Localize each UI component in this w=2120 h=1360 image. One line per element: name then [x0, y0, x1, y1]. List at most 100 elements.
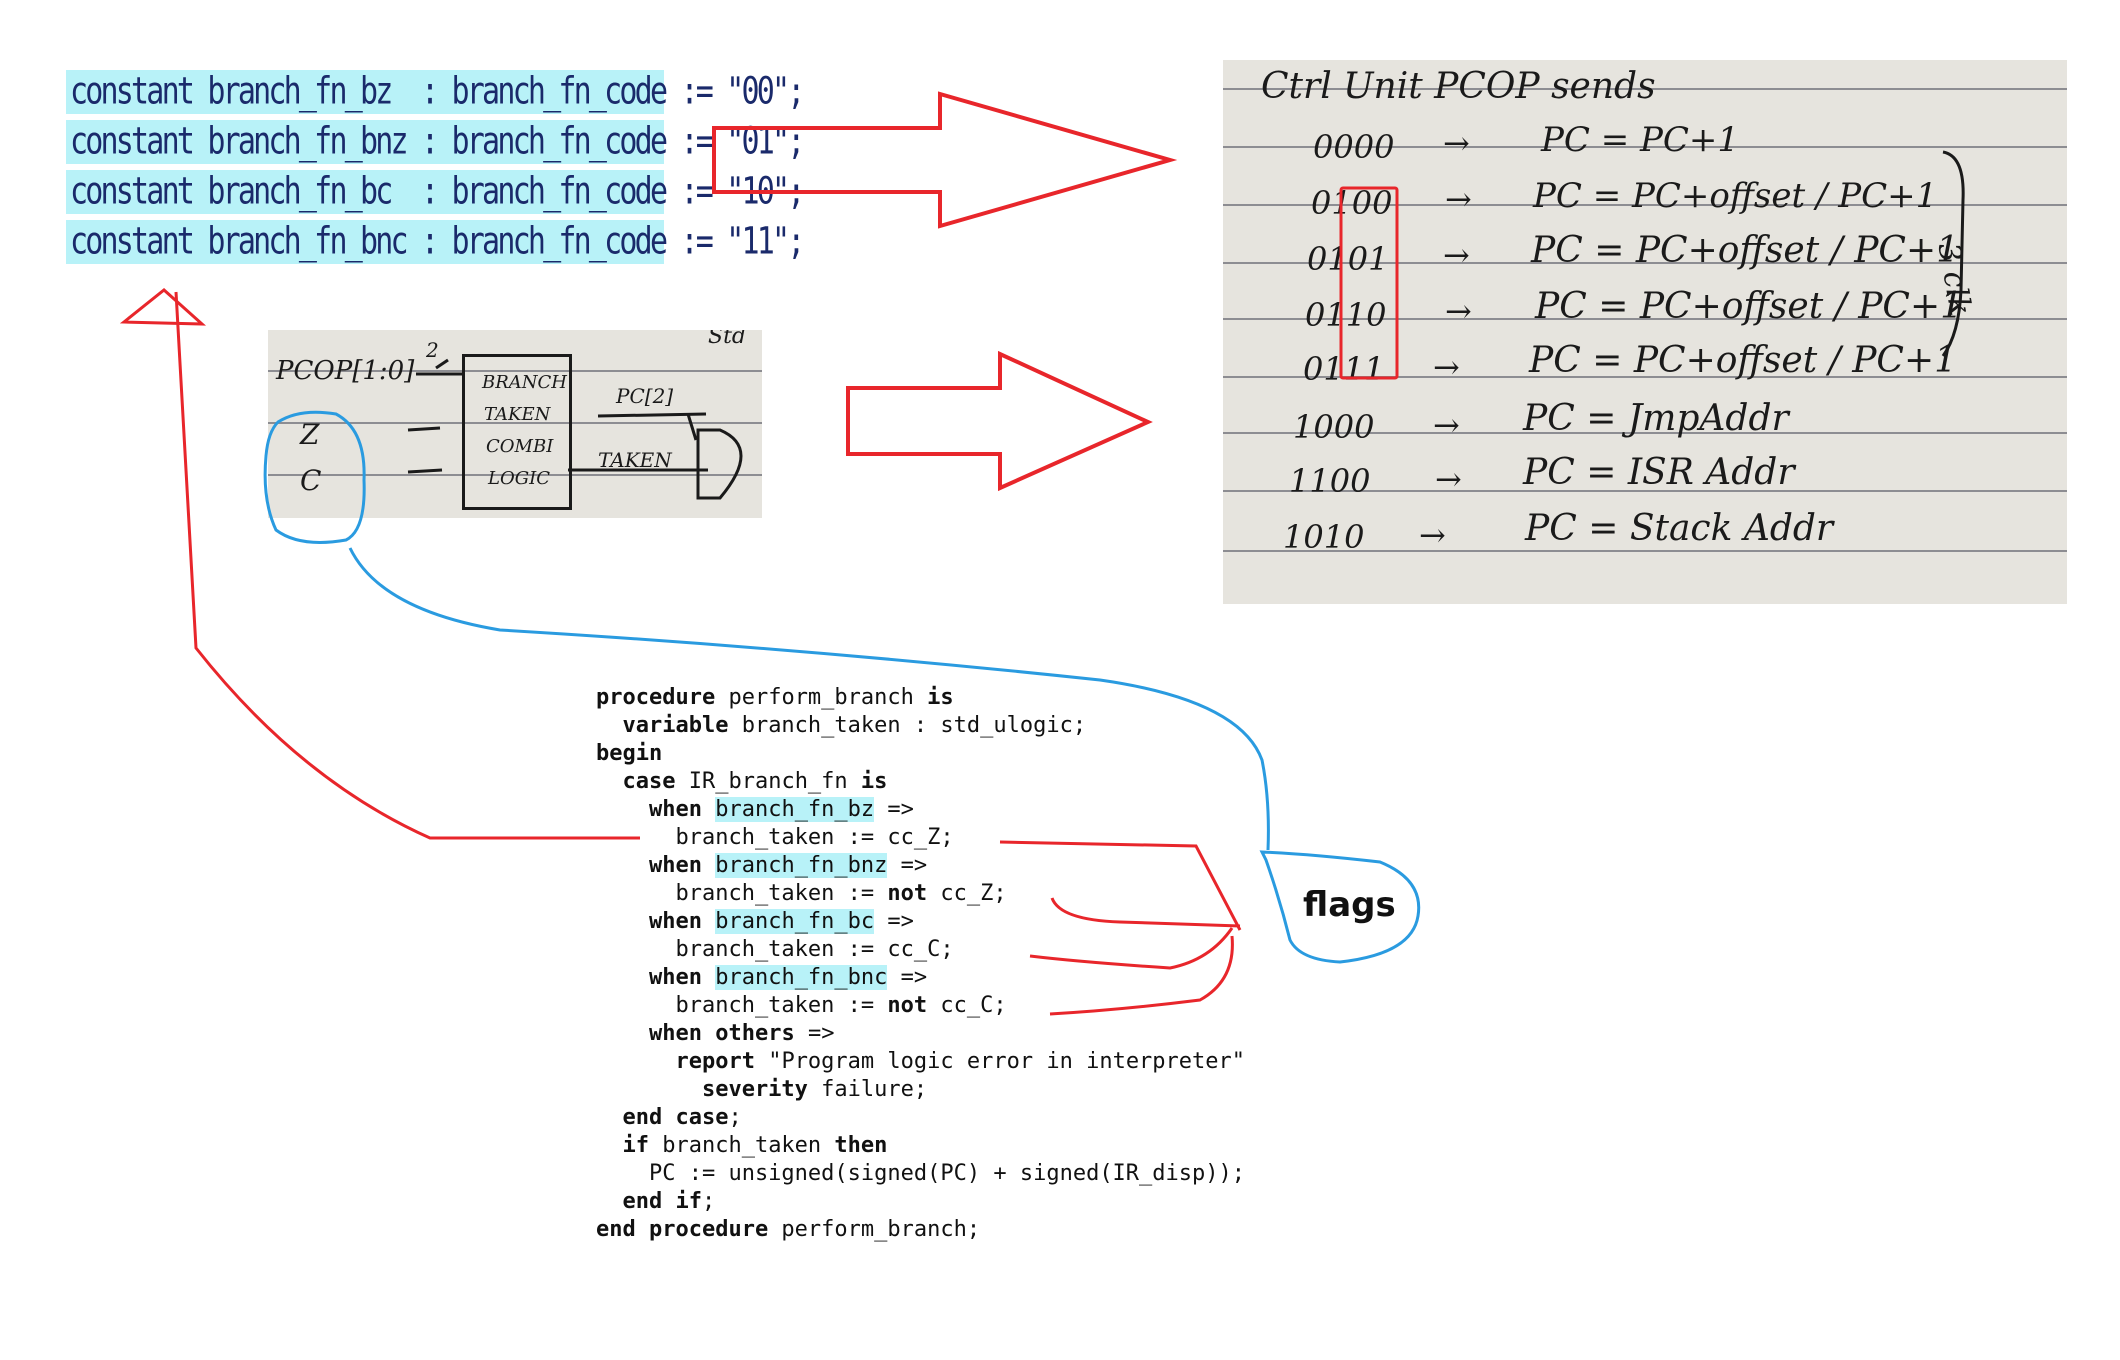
pc-bit-label: PC[2] [616, 384, 674, 408]
code-line: case IR_branch_fn is [596, 768, 1245, 796]
row-arrow-4: → [1433, 348, 1460, 386]
constant-bnc: constant branch_fn_bnc : branch_fn_code … [66, 220, 805, 270]
code-token: perform_branch; [768, 1217, 981, 1242]
row-code-5: 1000 [1293, 408, 1375, 446]
row-action-6: PC = ISR Addr [1523, 452, 1795, 493]
code-line: branch_taken := not cc_C; [596, 992, 1245, 1020]
code-line: if branch_taken then [596, 1132, 1245, 1160]
notes-title: Ctrl Unit PCOP sends [1261, 66, 1656, 107]
code-token: branch_taken [648, 1133, 835, 1158]
box-line-2: TAKEN [484, 404, 551, 425]
code-line: procedure perform_branch is [596, 684, 1245, 712]
row-arrow-0: → [1443, 124, 1470, 162]
red-connector-z [999, 840, 1242, 931]
flags-label: flags [1303, 885, 1396, 925]
row-code-2: 0101 [1307, 240, 1389, 278]
code-token: "Program logic error in interpreter" [754, 1049, 1246, 1074]
code-token: not [887, 881, 928, 906]
code-token: => [887, 853, 928, 878]
code-token: if [596, 1133, 649, 1158]
code-token: => [874, 909, 914, 934]
row-arrow-5: → [1433, 406, 1460, 444]
highlighted-identifier: branch_fn_bnz [715, 853, 888, 878]
sketch-wires [407, 358, 743, 500]
constant-bz: constant branch_fn_bz : branch_fn_code :… [66, 70, 805, 120]
code-line: variable branch_taken : std_ulogic; [596, 712, 1245, 740]
code-token: end procedure [596, 1217, 769, 1242]
row-code-6: 1100 [1289, 462, 1371, 500]
row-arrow-7: → [1419, 516, 1446, 554]
red-line-to-constants [174, 291, 640, 840]
red-arrow-sketch-to-notes [846, 350, 1153, 492]
notes-overlays [1339, 150, 1965, 380]
red-connector-notc [1049, 935, 1234, 1016]
code-token: report [596, 1049, 755, 1074]
highlighted-identifier: branch_fn_bz [715, 797, 875, 822]
row-code-4: 0111 [1303, 350, 1385, 388]
row-action-1: PC = PC+offset / PC+1 [1533, 176, 1938, 216]
code-token: IR_branch_fn [675, 769, 861, 794]
bits-highlight-box [1339, 186, 1399, 380]
box-line-4: LOGIC [488, 468, 550, 489]
code-line: branch_taken := cc_C; [596, 936, 1245, 964]
blue-circle-zc [263, 410, 366, 544]
row-action-4: PC = PC+offset / PC+1 [1529, 340, 1958, 381]
branch-taken-box [462, 354, 572, 510]
row-arrow-1: → [1445, 180, 1472, 218]
code-line: branch_taken := not cc_Z; [596, 880, 1245, 908]
code-token: procedure [596, 685, 716, 710]
blue-flags-bubble [1259, 850, 1421, 964]
code-token: variable [596, 713, 729, 738]
code-token: is [860, 769, 888, 794]
highlighted-identifier: branch_fn_bnc [715, 965, 888, 990]
row-action-5: PC = JmpAddr [1523, 398, 1789, 439]
red-arrowhead-up [119, 288, 207, 326]
code-line: report "Program logic error in interpret… [596, 1048, 1245, 1076]
code-line: begin [596, 740, 1245, 768]
pcop-notes-photo: Ctrl Unit PCOP sends 0000 → PC = PC+1 01… [1223, 60, 2067, 604]
code-token: end case [596, 1105, 729, 1130]
code-token: branch_taken := cc_Z; [596, 825, 954, 850]
code-token: when [596, 853, 702, 878]
row-action-0: PC = PC+1 [1541, 120, 1740, 160]
row-action-7: PC = Stack Addr [1525, 508, 1834, 549]
constants-block: constant branch_fn_bz : branch_fn_code :… [66, 70, 805, 270]
code-token: end if [596, 1189, 702, 1214]
code-token: => [887, 965, 928, 990]
code-line: when branch_fn_bc => [596, 908, 1245, 936]
brace [1941, 150, 1965, 357]
code-line: end if; [596, 1188, 1245, 1216]
std-label: Std [708, 330, 746, 349]
code-line: when branch_fn_bnc => [596, 964, 1245, 992]
code-line: PC := unsigned(signed(PC) + signed(IR_di… [596, 1160, 1245, 1188]
code-token: is [927, 685, 954, 710]
code-token: branch_taken := cc_C; [596, 937, 954, 962]
code-token: severity [596, 1077, 808, 1102]
box-line-1: BRANCH [482, 372, 567, 393]
code-token: cc_Z; [927, 881, 1007, 906]
code-token: ; [728, 1105, 742, 1130]
code-line: severity failure; [596, 1076, 1245, 1104]
code-token: cc_C; [927, 993, 1007, 1018]
vhdl-procedure: procedure perform_branch is variable bra… [596, 684, 1245, 1244]
code-token: perform_branch [715, 685, 928, 710]
row-arrow-2: → [1443, 236, 1470, 274]
code-token: ; [701, 1189, 716, 1214]
pcop-label: PCOP[1:0] [276, 356, 415, 386]
row-arrow-3: → [1445, 292, 1472, 330]
code-token: branch_taken := [596, 881, 888, 906]
code-token: others [715, 1021, 795, 1046]
z-input-label: Z [300, 418, 320, 451]
code-token: PC := unsigned(signed(PC) + signed(IR_di… [596, 1161, 1246, 1186]
code-line: end procedure perform_branch; [596, 1216, 1245, 1244]
row-code-3: 0110 [1305, 296, 1387, 334]
code-line: branch_taken := cc_Z; [596, 824, 1245, 852]
code-token: begin [596, 741, 663, 766]
code-token: when [596, 797, 702, 822]
taken-label: TAKEN [598, 448, 672, 472]
code-token: => [794, 1021, 835, 1046]
row-arrow-6: → [1435, 460, 1462, 498]
code-line: end case; [596, 1104, 1245, 1132]
